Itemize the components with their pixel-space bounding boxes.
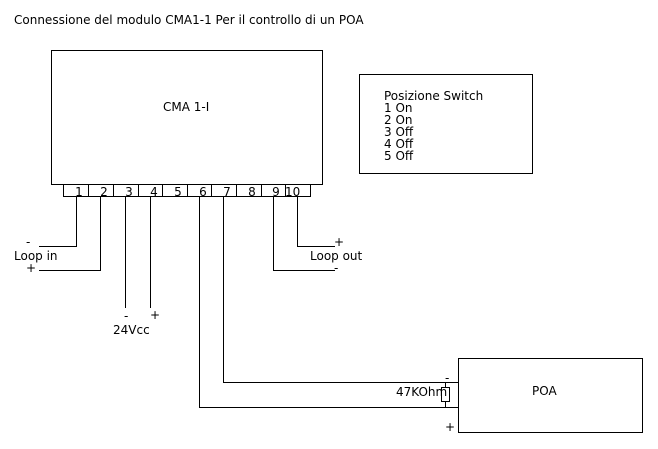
power-plus-sign: + <box>150 308 161 322</box>
switch-setting: 1 On <box>384 101 413 115</box>
loop-out-minus-sign: - <box>334 261 339 275</box>
switch-position-box <box>359 74 533 174</box>
power-24vcc-label: 24Vcc <box>113 323 150 337</box>
poa-box <box>458 358 643 433</box>
terminal-2-label: 2 <box>100 185 108 199</box>
terminal-7-label: 7 <box>223 185 231 199</box>
wire-pin9-loop-out-minus <box>273 197 335 271</box>
poa-plus-sign: + <box>445 420 456 434</box>
cma-module-label: CMA 1-I <box>163 100 210 114</box>
diagram-title: Connessione del modulo CMA1-1 Per il con… <box>14 13 364 27</box>
wire-pin1-loop-in-minus <box>39 197 77 247</box>
switch-setting: 5 Off <box>384 149 414 163</box>
switch-setting: 3 Off <box>384 125 414 139</box>
wire-pin10-loop-out-plus <box>297 197 335 247</box>
terminal-6-label: 6 <box>199 185 207 199</box>
terminal-5-label: 5 <box>174 185 182 199</box>
terminal-1-label: 1 <box>75 185 83 199</box>
loop-out-label: Loop out <box>310 249 363 263</box>
wire-pin6-poa-plus <box>199 197 458 408</box>
resistor-label: 47KOhm <box>396 385 448 399</box>
terminal-10-label: 10 <box>285 185 301 199</box>
resistor-47kohm-symbol <box>441 387 450 402</box>
switch-setting: 2 On <box>384 113 413 127</box>
switch-heading: Posizione Switch <box>384 89 484 103</box>
poa-minus-sign: - <box>445 371 450 385</box>
poa-label: POA <box>532 384 557 398</box>
cma-module-box <box>51 50 323 185</box>
loop-out-plus-sign: + <box>334 235 345 249</box>
terminal-3-label: 3 <box>125 185 133 199</box>
power-minus-sign: - <box>124 309 129 323</box>
wire-pin2-loop-in-plus <box>39 197 101 271</box>
wire-pin7-poa-minus <box>223 197 458 383</box>
terminal-4-label: 4 <box>150 185 158 199</box>
switch-position-list: Posizione Switch 1 On 2 On 3 Off 4 Off 5… <box>384 90 483 162</box>
terminal-8-label: 8 <box>248 185 256 199</box>
loop-in-minus-sign: - <box>26 235 31 249</box>
switch-setting: 4 Off <box>384 137 414 151</box>
loop-in-plus-sign: + <box>26 261 37 275</box>
terminal-dividers <box>88 185 286 196</box>
loop-in-label: Loop in <box>14 249 58 263</box>
terminal-9-label: 9 <box>272 185 280 199</box>
